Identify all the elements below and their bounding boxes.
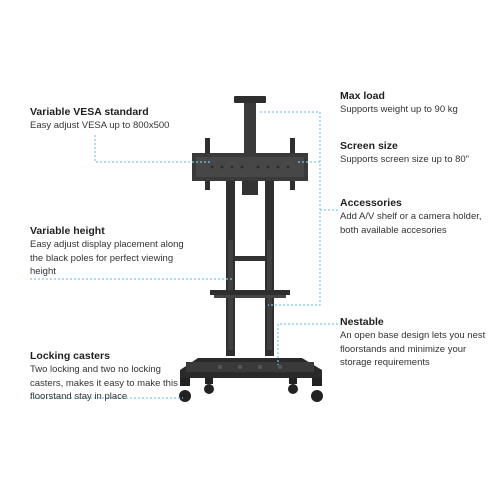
leader-vesa [94,135,210,163]
callout-height-desc: Easy adjust display placement along the … [30,239,184,277]
camera-shelf-top [234,96,266,103]
callout-maxload-desc: Supports weight up to 90 kg [340,104,458,115]
leader-right-top [260,111,321,306]
callout-casters-desc: Two locking and two no locking casters, … [30,364,178,402]
callout-nestable: Nestable An open base design lets you ne… [340,316,492,370]
callout-nestable-title: Nestable [340,316,384,328]
callout-casters: Locking casters Two locking and two no l… [30,350,185,404]
callout-screen: Screen size Supports screen size up to 8… [340,140,490,167]
leader-nestable [277,323,338,365]
callout-screen-desc: Supports screen size up to 80" [340,154,470,165]
callout-screen-title: Screen size [340,140,398,152]
cross-bar [235,256,265,261]
callout-accessories-desc: Add A/V shelf or a camera holder, both a… [340,211,482,236]
callout-height: Variable height Easy adjust display plac… [30,225,190,279]
callout-vesa-title: Variable VESA standard [30,106,149,118]
casters [179,378,323,402]
callout-vesa: Variable VESA standard Easy adjust VESA … [30,106,220,133]
camera-shelf-pole [244,103,256,153]
callout-maxload-title: Max load [340,90,385,102]
callout-height-title: Variable height [30,225,105,237]
av-shelf [210,290,290,295]
callout-nestable-desc: An open base design lets you nest floors… [340,330,486,368]
callout-casters-title: Locking casters [30,350,110,362]
callout-accessories: Accessories Add A/V shelf or a camera ho… [340,197,490,237]
callout-accessories-title: Accessories [340,197,402,209]
callout-maxload: Max load Supports weight up to 90 kg [340,90,490,117]
callout-vesa-desc: Easy adjust VESA up to 800x500 [30,120,170,131]
